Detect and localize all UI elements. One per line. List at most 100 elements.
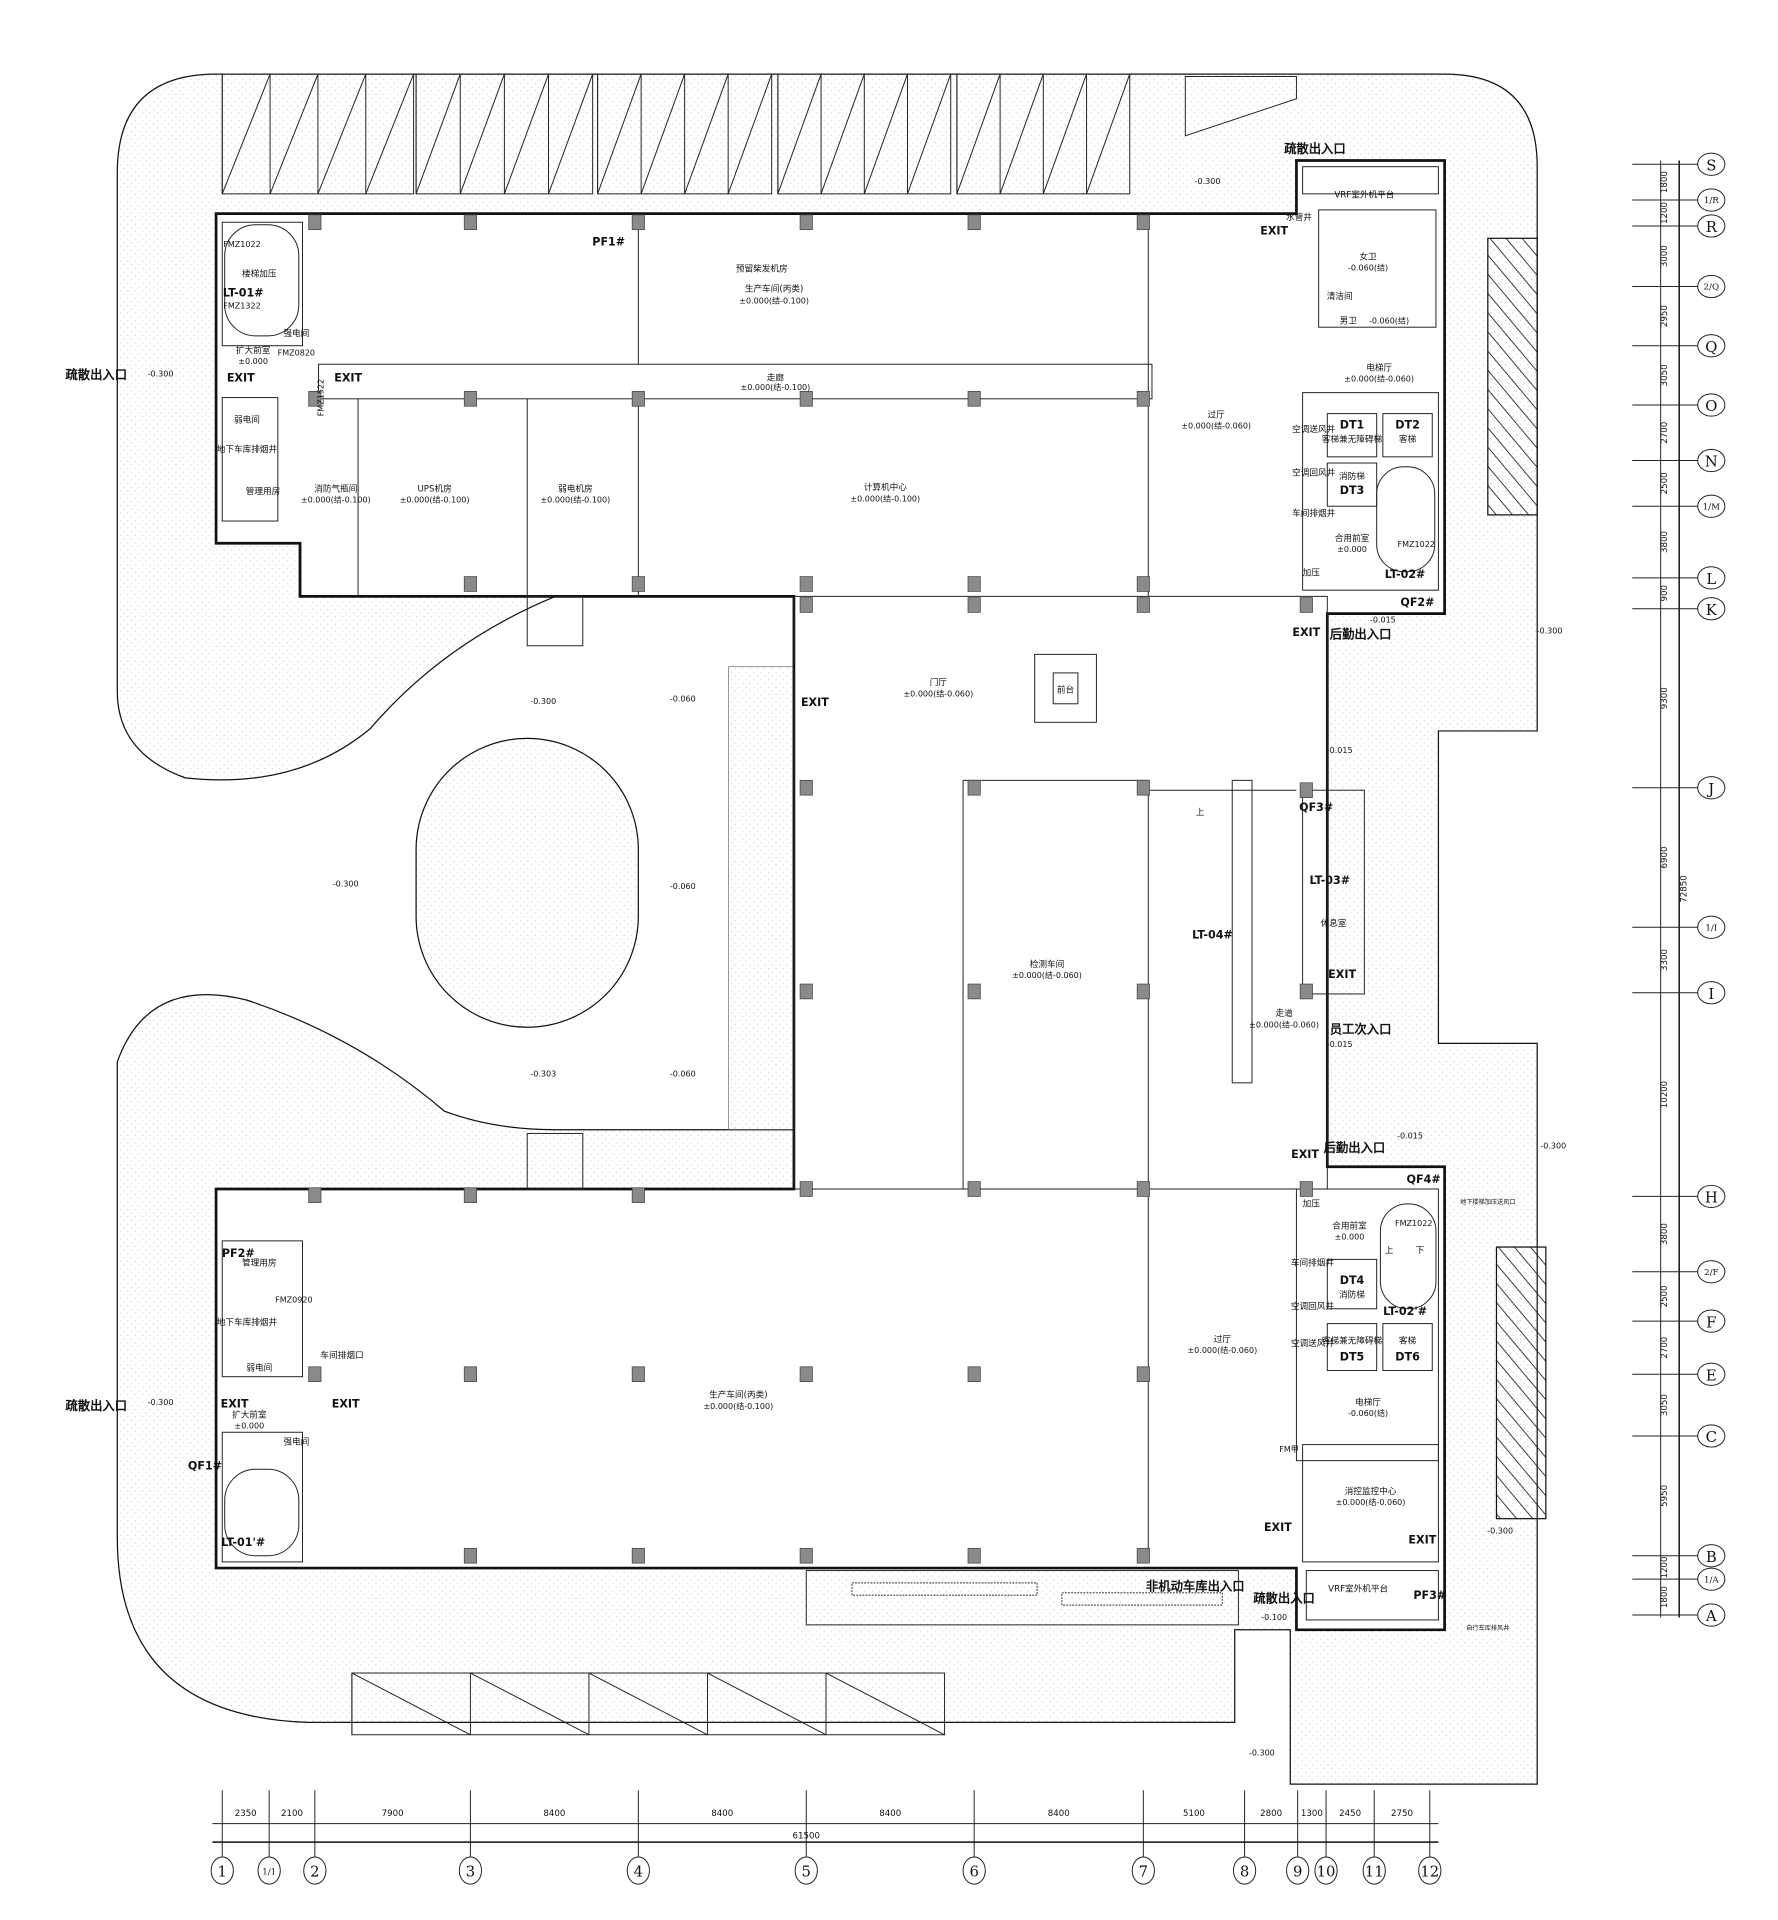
structural-column bbox=[1136, 779, 1150, 796]
parking-diagonal bbox=[548, 73, 594, 195]
axis-label: 3 bbox=[466, 1864, 475, 1881]
elevator-dt2-type: 客梯 bbox=[1399, 433, 1417, 445]
room-mgmt-nw: 管理用房 bbox=[246, 485, 281, 497]
parking-diagonal bbox=[863, 73, 908, 195]
level: ±0.000(结-0.060) bbox=[1012, 970, 1082, 980]
exit-sign: EXIT bbox=[801, 696, 829, 709]
axis-label: 1/A bbox=[1704, 1575, 1719, 1585]
level: ±0.000(结-0.060) bbox=[1249, 1019, 1319, 1029]
room-anteroom-nw: 扩大前室 bbox=[236, 344, 271, 356]
axis-label: 9 bbox=[1293, 1864, 1302, 1881]
axis-bubble bbox=[1697, 448, 1726, 473]
room-weak-sw: 弱电间 bbox=[246, 1362, 272, 1374]
room-ups: UPS机房 bbox=[417, 482, 451, 494]
structural-column bbox=[1136, 1366, 1150, 1382]
axis-bubble bbox=[1697, 776, 1726, 800]
axis-bubble bbox=[1697, 214, 1726, 238]
bike-ramp bbox=[805, 1570, 1239, 1626]
level: ±0.000 bbox=[1335, 1233, 1365, 1242]
structural-column bbox=[631, 576, 645, 592]
room-shop-exhaust: 车间排烟口 bbox=[320, 1349, 363, 1361]
dimension-text: 3000 bbox=[1660, 245, 1670, 267]
structural-column bbox=[967, 214, 981, 231]
level: ±0.000 bbox=[235, 1422, 265, 1431]
level: ±0.000(结-0.100) bbox=[741, 382, 811, 392]
parking-diagonal bbox=[415, 73, 461, 195]
level: ±0.000(结-0.060) bbox=[1336, 1497, 1406, 1507]
elevator-dt1: DT1 bbox=[1340, 418, 1365, 431]
room-ac-return-n: 空调回风井 bbox=[1292, 466, 1336, 478]
room-gas: 消防气瓶间 bbox=[314, 482, 357, 494]
axis-bubble bbox=[1697, 334, 1726, 358]
axis-bubble bbox=[1697, 597, 1726, 621]
axis-bubble bbox=[794, 1856, 818, 1885]
axis-label: 1/R bbox=[1704, 196, 1719, 206]
parking-stall bbox=[351, 1672, 471, 1736]
axis-bubble bbox=[1697, 1184, 1726, 1209]
axis-bubble bbox=[458, 1856, 483, 1885]
axis-bubble bbox=[303, 1856, 327, 1885]
structural-column bbox=[967, 779, 981, 796]
door-fmz0820: FMZ0820 bbox=[278, 349, 315, 358]
level: ±0.000 bbox=[1337, 545, 1367, 554]
structural-column bbox=[799, 597, 813, 613]
dimension-text: 2750 bbox=[1391, 1809, 1413, 1819]
room-shared-ante-n: 合用前室 bbox=[1335, 532, 1370, 544]
axis-bubble bbox=[1697, 1362, 1726, 1386]
parking-top bbox=[221, 73, 1131, 195]
entrance-evac-n: 疏散出入口 bbox=[1284, 141, 1346, 156]
structural-column bbox=[967, 1547, 981, 1564]
elevator-dt4-type: 消防梯 bbox=[1339, 1289, 1365, 1301]
room-lift-hall-n: 电梯厅 bbox=[1366, 361, 1392, 373]
parking-bottom bbox=[351, 76, 1297, 1736]
room-anteroom-sw: 扩大前室 bbox=[232, 1408, 267, 1420]
room-ac-return-s: 空调回风井 bbox=[1291, 1300, 1335, 1312]
structural-column bbox=[463, 214, 477, 231]
level-marker: -0.303 bbox=[530, 1070, 556, 1079]
axis-label: F bbox=[1706, 1314, 1716, 1331]
room-corridor: 走廊 bbox=[767, 371, 785, 383]
dimension-text: 2700 bbox=[1660, 1337, 1670, 1359]
axis-label: S bbox=[1706, 157, 1716, 174]
exit-sign: EXIT bbox=[332, 1398, 360, 1411]
structural-column bbox=[1299, 1181, 1313, 1197]
exit-sign: EXIT bbox=[334, 372, 362, 385]
axis-bubble bbox=[1697, 1544, 1726, 1568]
axis-bubble bbox=[1362, 1856, 1386, 1885]
room-hall-s: 过厅 bbox=[1214, 1333, 1232, 1345]
parking-stall bbox=[707, 1672, 827, 1736]
axis-label: J bbox=[1706, 781, 1714, 798]
level: ±0.000(结-0.060) bbox=[1344, 374, 1414, 384]
room-diesel: 预留柴发机房 bbox=[736, 263, 788, 275]
axis-label: E bbox=[1706, 1367, 1717, 1384]
dimension-text: 2700 bbox=[1660, 422, 1670, 444]
parking-diagonal bbox=[999, 73, 1044, 195]
parking-block bbox=[351, 1672, 946, 1736]
axis-label: 1 bbox=[218, 1864, 227, 1881]
room-lift-stair: 楼梯加压 bbox=[242, 268, 277, 280]
dimension-text: 5950 bbox=[1660, 1485, 1670, 1507]
dimension-text: 7900 bbox=[382, 1809, 404, 1819]
dimension-text: 2350 bbox=[235, 1809, 257, 1819]
level-marker: -0.100 bbox=[1261, 1613, 1287, 1622]
parking-stall bbox=[825, 1672, 945, 1736]
structural-column bbox=[799, 1547, 813, 1564]
room-water-shaft: 水管井 bbox=[1286, 211, 1312, 223]
structural-column bbox=[1136, 983, 1150, 1000]
door-fmz1522: FMZ1522 bbox=[316, 379, 325, 416]
structural-column bbox=[799, 391, 813, 407]
room-control: 消控监控中心 bbox=[1345, 1485, 1397, 1497]
axis-bubble bbox=[210, 1856, 234, 1885]
axis-label: I bbox=[1708, 986, 1714, 1003]
level-marker: -0.060 bbox=[670, 1070, 696, 1079]
axis-bubble bbox=[1697, 566, 1726, 590]
tag-qf2: QF2# bbox=[1400, 596, 1434, 609]
dimension-text: 2950 bbox=[1660, 305, 1670, 327]
axis-bubble bbox=[962, 1856, 986, 1885]
axis-bubble bbox=[1697, 274, 1726, 299]
level-marker: -0.015 bbox=[1397, 1131, 1423, 1140]
axis-label: A bbox=[1705, 1608, 1717, 1625]
exit-sign: EXIT bbox=[227, 372, 255, 385]
structural-column bbox=[308, 214, 322, 231]
axis-bubble bbox=[1697, 188, 1726, 212]
